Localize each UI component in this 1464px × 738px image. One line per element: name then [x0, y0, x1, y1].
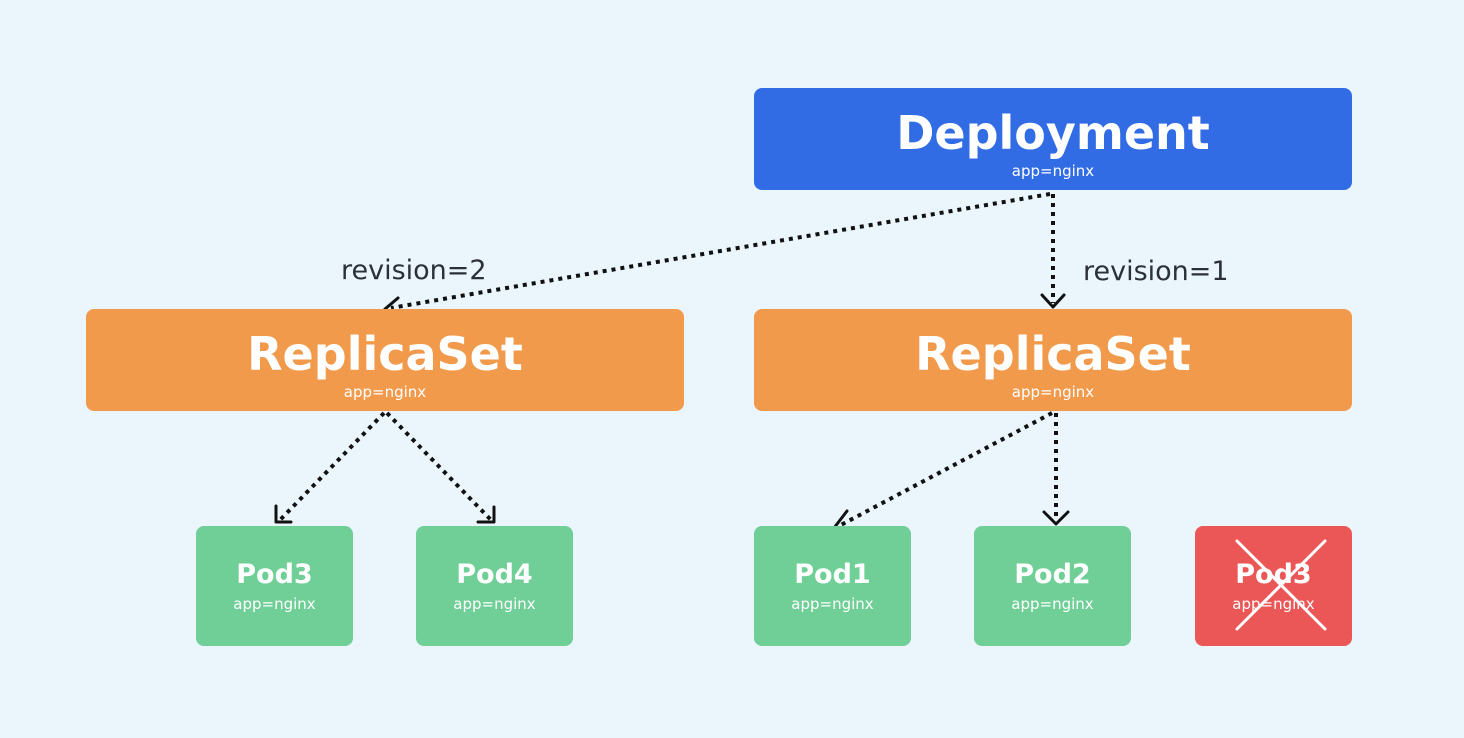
pod-node-pod3-deleted[interactable]: Pod3 app=nginx: [1195, 526, 1352, 646]
arrowhead-icon: [1040, 293, 1066, 309]
pod-title: Pod1: [794, 559, 871, 590]
pod-label: app=nginx: [453, 595, 536, 613]
pod-label: app=nginx: [791, 595, 874, 613]
pod-title: Pod4: [456, 559, 533, 590]
replicaset-title: ReplicaSet: [247, 327, 523, 381]
edge-replicaset-new-to-pod3: [277, 411, 386, 523]
edge-deployment-to-replicaset-new: [390, 192, 1051, 310]
pod-title: Pod3: [1235, 559, 1312, 590]
deployment-label: app=nginx: [1011, 162, 1095, 180]
edge-replicaset-old-to-pod1: [838, 411, 1053, 528]
deployment-node[interactable]: Deployment app=nginx: [754, 88, 1352, 190]
pod-label: app=nginx: [233, 595, 316, 613]
replicaset-label: app=nginx: [343, 383, 427, 401]
deployment-title: Deployment: [896, 106, 1210, 160]
pod-node-pod3[interactable]: Pod3 app=nginx: [196, 526, 353, 646]
pod-label: app=nginx: [1011, 595, 1094, 613]
arrowhead-icon: [274, 504, 293, 524]
pod-title: Pod2: [1014, 559, 1091, 590]
arrowhead-icon: [1042, 510, 1070, 526]
replicaset-node-old[interactable]: ReplicaSet app=nginx: [754, 309, 1352, 411]
replicaset-label: app=nginx: [1011, 383, 1095, 401]
pod-node-pod1[interactable]: Pod1 app=nginx: [754, 526, 911, 646]
pod-title: Pod3: [236, 559, 313, 590]
pod-label: app=nginx: [1232, 595, 1315, 613]
pod-node-pod4[interactable]: Pod4 app=nginx: [416, 526, 573, 646]
pod-node-pod2[interactable]: Pod2 app=nginx: [974, 526, 1131, 646]
replicaset-node-new[interactable]: ReplicaSet app=nginx: [86, 309, 684, 411]
replicaset-title: ReplicaSet: [915, 327, 1191, 381]
edge-replicaset-new-to-pod4: [385, 411, 494, 523]
revision-label-new: revision=2: [341, 255, 487, 286]
revision-label-old: revision=1: [1083, 256, 1229, 287]
arrowhead-icon: [476, 505, 496, 524]
